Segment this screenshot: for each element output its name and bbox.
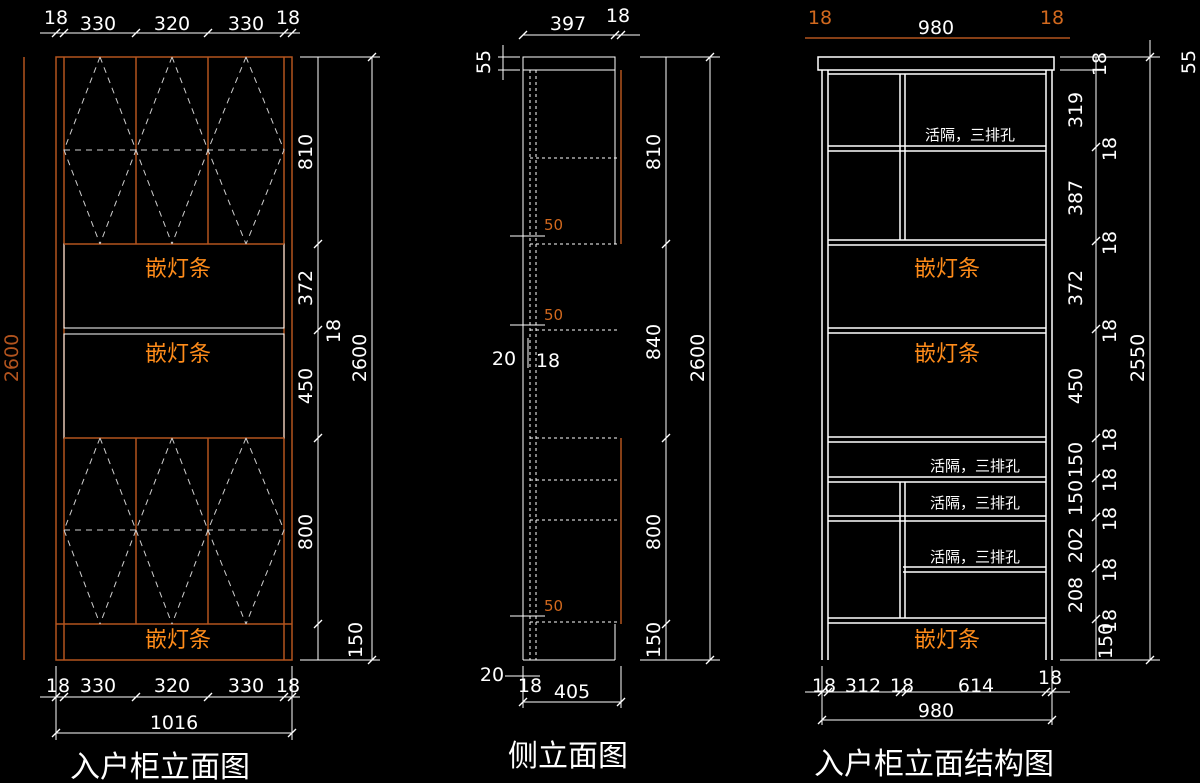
side-bottom-dim-3: 405	[554, 681, 590, 703]
side-small-dim-1: 20	[492, 348, 516, 370]
structure-outer-dim-1: 55	[1178, 50, 1200, 74]
structure-light-strip-3: 嵌灯条	[914, 628, 980, 653]
side-offset-1: 50	[544, 216, 563, 234]
front-right-dim-5: 800	[295, 514, 317, 550]
side-elevation: 50 50 50 20 18 397 18 55 810 840 800 150…	[473, 5, 720, 774]
front-right-dim-3: 18	[323, 319, 345, 343]
front-right-dim-1: 810	[295, 134, 317, 170]
structure-right-dim-11: 18	[1099, 468, 1121, 492]
structure-right-dim-10: 150	[1065, 442, 1087, 478]
structure-bottom-dim-3: 18	[890, 675, 914, 697]
structure-bottom-dim-4: 614	[958, 675, 994, 697]
structure-bottom-dim-5: 18	[1038, 667, 1062, 689]
front-left-height: 2600	[1, 334, 23, 382]
structure-elevation-title: 入户柜立面结构图	[814, 747, 1054, 782]
structure-top-dim-1: 18	[808, 7, 832, 29]
side-top-dim-1: 55	[473, 50, 495, 74]
front-right-dim-4: 450	[295, 368, 317, 404]
structure-top-dim-3: 18	[1040, 7, 1064, 29]
shelf-note-2: 活隔，三排孔	[930, 457, 1020, 475]
front-top-dim-2: 330	[80, 13, 116, 35]
side-bottom-dim-1: 20	[480, 664, 504, 686]
shelf-note-1: 活隔，三排孔	[925, 126, 1015, 144]
structure-bottom-dim-1: 18	[812, 675, 836, 697]
front-top-dim-3: 320	[154, 13, 190, 35]
structure-right-dim-15: 18	[1099, 558, 1121, 582]
front-right-height: 2600	[349, 334, 371, 382]
front-bottom-dim-5: 18	[276, 675, 300, 697]
front-bottom-dim-2: 330	[80, 675, 116, 697]
structure-light-strip-1: 嵌灯条	[914, 257, 980, 282]
structure-right-dim-17: 18	[1099, 609, 1121, 633]
side-offset-3: 50	[544, 597, 563, 615]
structure-right-dim-12: 150	[1065, 480, 1087, 516]
structure-top-dim-2: 980	[918, 17, 954, 39]
front-bottom-dim-4: 330	[228, 675, 264, 697]
front-elevation-title: 入户柜立面图	[70, 750, 250, 783]
light-strip-label-3: 嵌灯条	[145, 628, 211, 653]
side-small-dim-2: 18	[536, 350, 560, 372]
structure-right-dim-14: 202	[1065, 527, 1087, 563]
structure-outer-dim-2: 2550	[1127, 334, 1149, 382]
shelf-note-4: 活隔，三排孔	[930, 548, 1020, 566]
side-top-dim-2: 397	[550, 13, 586, 35]
structure-bottom-dim-2: 312	[845, 675, 881, 697]
structure-right-dim-4: 387	[1065, 180, 1087, 216]
structure-right-dim-13: 18	[1099, 507, 1121, 531]
side-elevation-title: 侧立面图	[508, 739, 628, 774]
structure-right-dim-16: 208	[1065, 577, 1087, 613]
structure-right-dim-6: 372	[1065, 270, 1087, 306]
side-bottom-dim-2: 18	[518, 675, 542, 697]
side-offset-2: 50	[544, 306, 563, 324]
structure-right-dim-5: 18	[1099, 231, 1121, 255]
structure-light-strip-2: 嵌灯条	[914, 342, 980, 367]
front-top-dim-1: 18	[44, 7, 68, 29]
light-strip-label-2: 嵌灯条	[145, 342, 211, 367]
front-bottom-dim-3: 320	[154, 675, 190, 697]
structure-right-dim-8: 450	[1065, 368, 1087, 404]
structure-right-dim-3: 18	[1099, 137, 1121, 161]
front-elevation: 嵌灯条 嵌灯条 嵌灯条 18 330 320 330 18 2600 810 3…	[1, 7, 380, 783]
structure-bottom-total: 980	[918, 700, 954, 722]
structure-right-dim-9: 18	[1099, 428, 1121, 452]
structure-right-dim-1: 18	[1089, 52, 1111, 76]
side-right-dim-2: 840	[643, 324, 665, 360]
front-bottom-dim-1: 18	[46, 675, 70, 697]
side-right-dim-1: 810	[643, 134, 665, 170]
structure-right-dim-2: 319	[1065, 92, 1087, 128]
structure-right-dim-18: 150	[1095, 623, 1117, 659]
light-strip-label-1: 嵌灯条	[145, 257, 211, 282]
side-top-dim-3: 18	[606, 5, 630, 27]
front-top-dim-4: 330	[228, 13, 264, 35]
shelf-note-3: 活隔，三排孔	[930, 494, 1020, 512]
side-right-dim-3: 800	[643, 514, 665, 550]
front-right-dim-6: 150	[345, 622, 367, 658]
front-right-dim-2: 372	[295, 270, 317, 306]
structure-right-dim-7: 18	[1099, 319, 1121, 343]
structure-elevation: 活隔，三排孔 活隔，三排孔 活隔，三排孔 活隔，三排孔 嵌灯条 嵌灯条 嵌灯条 …	[805, 7, 1200, 782]
side-total-height: 2600	[687, 334, 709, 382]
front-total-width: 1016	[150, 712, 198, 734]
front-top-dim-5: 18	[276, 7, 300, 29]
side-right-dim-4: 150	[643, 622, 665, 658]
